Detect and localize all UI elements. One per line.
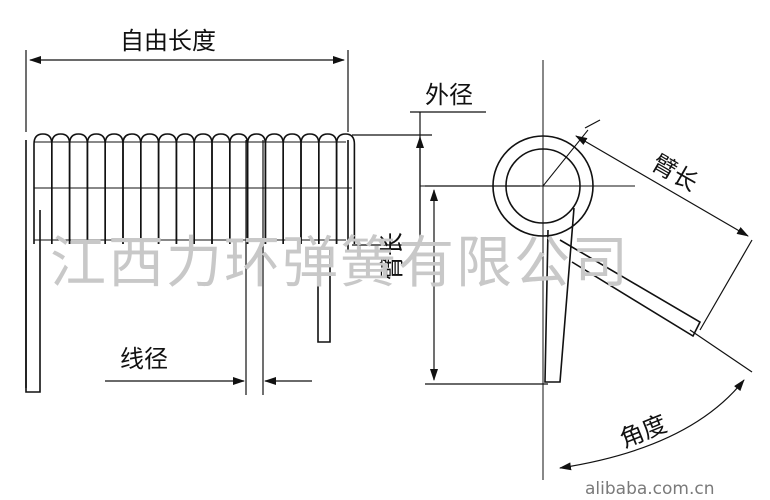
outer-diameter-dimension: [352, 111, 486, 246]
right-leg: [317, 250, 331, 343]
coil-turn: [33, 133, 53, 244]
coil-turn: [300, 133, 320, 244]
wire-diameter-dimension: [105, 140, 312, 395]
free-length-dimension: [25, 50, 349, 132]
coil-turn: [211, 133, 231, 244]
watermark-company: 江西力环弹簧有限公司: [50, 231, 630, 296]
outer-diameter-label: 外径: [425, 81, 473, 109]
coil-side-view: [25, 133, 356, 393]
coil-turn: [282, 133, 302, 244]
vertical-arm: [544, 207, 575, 383]
coil-turn: [122, 133, 142, 244]
coil-turn: [175, 133, 195, 244]
arm-length-vertical-dimension: [425, 185, 548, 385]
arm-length-diagonal-dimension: [575, 119, 753, 331]
watermark-site: alibaba.com.cn: [585, 479, 715, 499]
coil-turn: [157, 133, 178, 244]
arm-length-vertical-label: 臂长: [378, 232, 406, 280]
coil-turn: [193, 133, 213, 244]
coil-turn: [86, 133, 106, 244]
coil-turn: [68, 133, 89, 244]
diagonal-arm: [559, 239, 702, 338]
left-leg: [25, 210, 41, 393]
coil-turns: [33, 133, 356, 244]
coil-turn: [104, 133, 124, 244]
coil-turn: [229, 133, 249, 244]
coil-turn: [51, 133, 71, 244]
coil-turn: [335, 133, 356, 244]
angle-dimension: [559, 329, 753, 471]
coil-turn: [140, 133, 160, 244]
wire-diameter-label: 线径: [120, 345, 168, 373]
coil-turn: [318, 133, 338, 244]
free-length-label: 自由长度: [120, 27, 216, 55]
arm-length-diagonal-label: 臂长: [647, 149, 703, 197]
coil-turn: [264, 133, 284, 244]
